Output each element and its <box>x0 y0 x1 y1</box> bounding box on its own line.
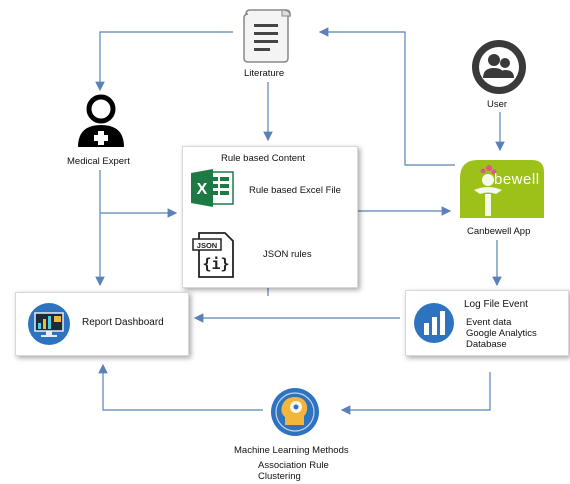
ml-line-clustering: Clustering <box>258 471 301 482</box>
arrow-literature-to-medical-expert <box>95 31 233 92</box>
medical-expert-label: Medical Expert <box>67 156 130 167</box>
log-file-box: Log File Event Event data Google Analyti… <box>405 290 569 356</box>
json-rules-label: JSON rules <box>263 249 312 260</box>
user-icon <box>470 38 528 96</box>
log-line-database: Database <box>466 339 507 350</box>
medical-expert-icon <box>74 93 128 149</box>
excel-label: Rule based Excel File <box>249 185 341 196</box>
json-file-icon: JSON {i} <box>191 231 237 279</box>
canbewell-app-label: Canbewell App <box>467 226 531 237</box>
machine-learning-icon <box>266 387 324 437</box>
svg-text:{i}: {i} <box>202 255 229 273</box>
log-line-google-analytics: Google Analytics <box>466 328 537 339</box>
dashboard-icon <box>26 301 72 347</box>
ml-title: Machine Learning Methods <box>234 445 349 456</box>
analytics-icon <box>412 301 456 345</box>
rule-content-title: Rule based Content <box>221 153 305 164</box>
arrow-app-to-literature <box>318 27 455 166</box>
literature-label: Literature <box>244 68 285 79</box>
report-dashboard-box: Report Dashboard <box>15 292 189 356</box>
logo-text: bewell <box>494 171 540 188</box>
log-title: Log File Event <box>464 299 528 310</box>
arrow-log-to-ml <box>340 372 491 415</box>
log-line-event-data: Event data <box>466 317 512 328</box>
svg-text:X: X <box>197 181 208 198</box>
arrow-ml-to-dashboard <box>98 363 263 411</box>
report-dashboard-label: Report Dashboard <box>82 317 164 328</box>
excel-icon: X <box>191 169 235 207</box>
canbewell-logo: bewell <box>456 158 546 218</box>
svg-text:JSON: JSON <box>197 241 217 250</box>
user-label: User <box>487 99 508 110</box>
ml-line-association-rule: Association Rule <box>258 460 329 471</box>
document-icon <box>236 6 296 66</box>
rule-content-box: Rule based Content X Rule based Excel Fi… <box>182 146 358 288</box>
